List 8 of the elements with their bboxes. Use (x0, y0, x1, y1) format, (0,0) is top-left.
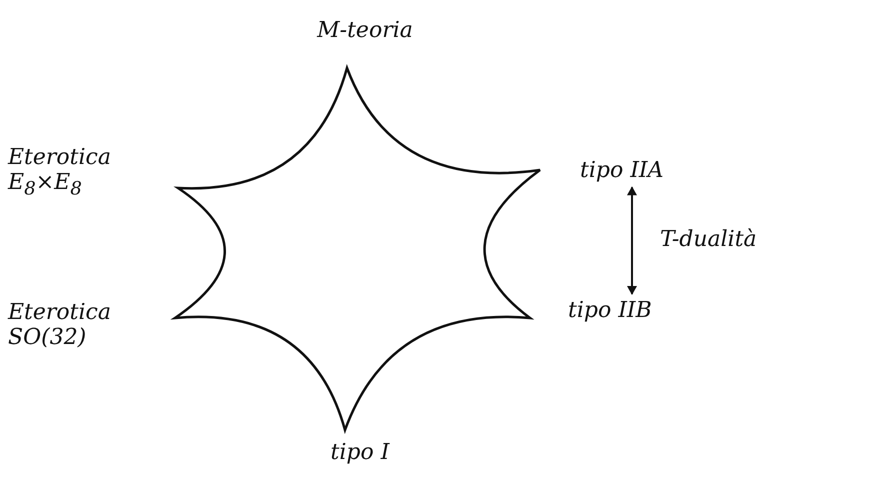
edge-label: T-dualità (660, 226, 757, 252)
double-arrow (627, 186, 637, 295)
theory-label: tipo I (330, 440, 391, 466)
theory-label: Eterotica SO(32) (8, 300, 112, 351)
theory-label: tipo IIB (568, 298, 652, 324)
theory-label: M-teoria (316, 18, 414, 44)
theory-label: Eterotica E$_{8}$×E$_{8}$ (8, 145, 112, 200)
theory-label: tipo IIA (580, 158, 664, 184)
